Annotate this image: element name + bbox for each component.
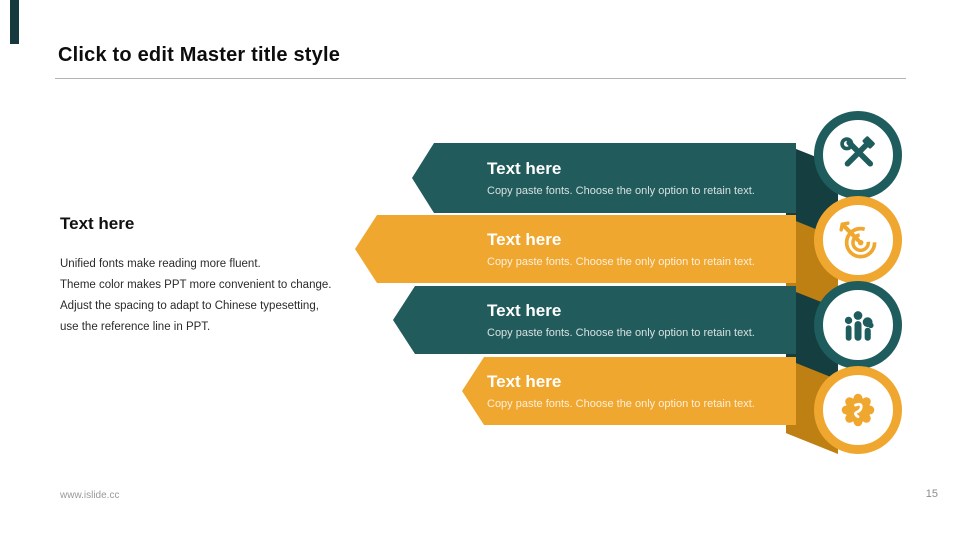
banner-1-circle xyxy=(814,111,902,199)
banner-2-circle xyxy=(814,196,902,284)
title-underline xyxy=(55,78,906,79)
intro-line: Theme color makes PPT more convenient to… xyxy=(60,279,332,291)
banner-4[interactable]: Text here Copy paste fonts. Choose the o… xyxy=(462,357,796,425)
banner-1[interactable]: Text here Copy paste fonts. Choose the o… xyxy=(412,143,796,213)
banner-3-circle xyxy=(814,281,902,369)
banner-subtitle: Copy paste fonts. Choose the only option… xyxy=(487,184,755,197)
banner-2[interactable]: Text here Copy paste fonts. Choose the o… xyxy=(355,215,796,283)
banner-subtitle: Copy paste fonts. Choose the only option… xyxy=(487,326,755,339)
intro-line: Unified fonts make reading more fluent. xyxy=(60,258,261,270)
intro-text-block[interactable]: Text here Unified fonts make reading mor… xyxy=(60,214,380,338)
top-left-accent-bar xyxy=(10,0,19,44)
banner-subtitle: Copy paste fonts. Choose the only option… xyxy=(487,255,755,268)
intro-line: Adjust the spacing to adapt to Chinese t… xyxy=(60,300,319,312)
tools-icon xyxy=(840,136,875,167)
page-number: 15 xyxy=(925,488,938,500)
intro-line: use the reference line in PPT. xyxy=(60,321,211,333)
team-icon xyxy=(844,311,874,341)
slide-title[interactable]: Click to edit Master title style xyxy=(58,44,341,66)
banner-4-circle xyxy=(814,366,902,454)
banner-title: Text here xyxy=(487,300,562,320)
intro-heading: Text here xyxy=(60,214,135,233)
badge-icon xyxy=(841,393,875,427)
banner-title: Text here xyxy=(487,158,562,178)
footer-url[interactable]: www.islide.cc xyxy=(60,490,120,501)
banner-3[interactable]: Text here Copy paste fonts. Choose the o… xyxy=(393,286,796,354)
dart-target-icon xyxy=(839,221,877,259)
banner-title: Text here xyxy=(487,371,562,391)
banner-subtitle: Copy paste fonts. Choose the only option… xyxy=(487,397,755,410)
banner-title: Text here xyxy=(487,229,562,249)
